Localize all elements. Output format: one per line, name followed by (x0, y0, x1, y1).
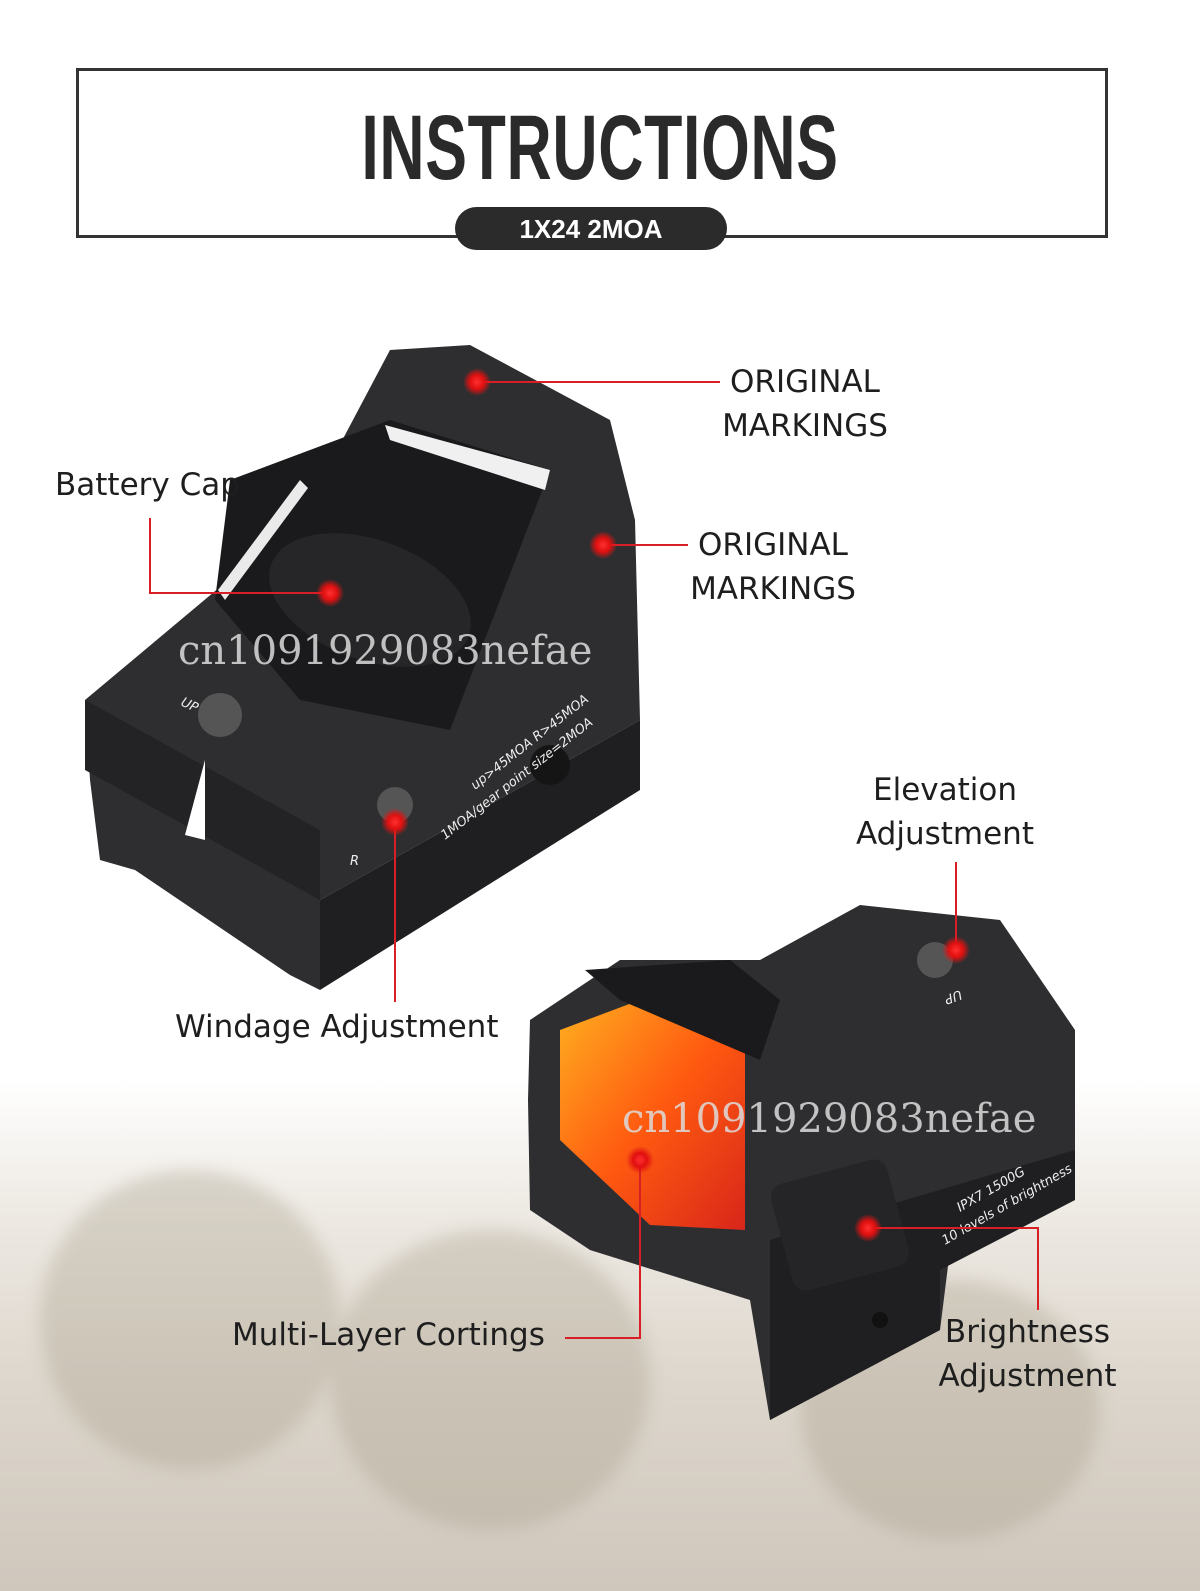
watermark: cn1091929083nefae (178, 628, 593, 674)
callout-dot (381, 808, 409, 836)
label-original-markings-top: ORIGINAL MARKINGS (722, 364, 888, 444)
red-dot-sight-rear-view: up>45MOA R>45MOA 1MOA/gear point size=2M… (85, 345, 640, 990)
callout-line-brightness (868, 1227, 1039, 1310)
label-multi-layer-coatings: Multi-Layer Cortings (232, 1317, 545, 1353)
callout-dot (589, 531, 617, 559)
watermark-2: cn1091929083nefae (622, 1096, 1037, 1142)
engraving-up-2: UP (942, 986, 964, 1006)
label-battery-cap: Battery Cap (55, 467, 240, 503)
page-title: INSTRUCTIONS (361, 97, 839, 199)
callout-line-battery (149, 518, 330, 594)
label-windage-adjustment: Windage Adjustment (175, 1009, 499, 1045)
callout-dot (942, 936, 970, 964)
callout-dot (854, 1214, 882, 1242)
callout-dot (316, 579, 344, 607)
engraving-r: R (350, 854, 359, 869)
label-original-markings-side: ORIGINAL MARKINGS (690, 527, 856, 607)
callout-dot (463, 368, 491, 396)
label-elevation-adjustment: Elevation Adjustment (856, 772, 1034, 852)
callout-line-coatings (565, 1160, 641, 1339)
callout-dot (626, 1146, 654, 1174)
model-badge: 1X24 2MOA (455, 207, 727, 250)
red-dot-sight-front-view: IPX7 1500G 10 levels of brightness UP (528, 905, 1075, 1420)
engraving-up: UP (178, 695, 200, 716)
label-brightness-adjustment: Brightness Adjustment (938, 1314, 1117, 1394)
